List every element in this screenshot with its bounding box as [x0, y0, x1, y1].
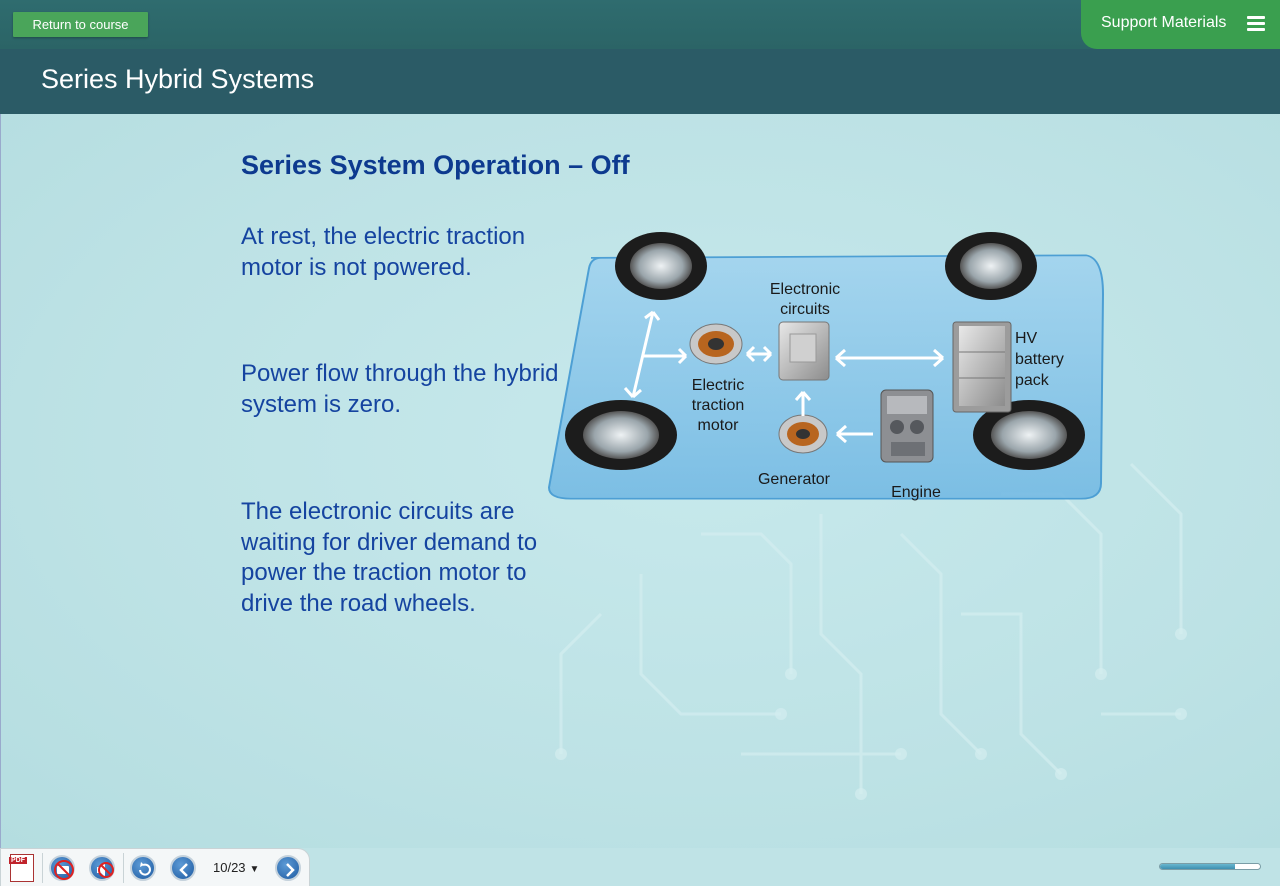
paragraph-power-flow: Power flow through the hybrid system is … — [241, 360, 559, 418]
slide-title: Series System Operation – Off — [241, 150, 630, 180]
paragraph-at-rest: At rest, the electric traction motor is … — [241, 223, 526, 281]
wheel-rear-left — [565, 400, 677, 470]
circuit-background — [555, 462, 1187, 800]
wheel-rear-right — [973, 400, 1085, 470]
slide-content: Series System Operation – Off At rest, t… — [0, 114, 1280, 848]
support-materials-button[interactable]: Support Materials — [1081, 0, 1280, 49]
series-hybrid-diagram: Electronic circuits Electric traction mo… — [541, 222, 1111, 512]
return-to-course-button[interactable]: Return to course — [13, 12, 148, 37]
player-bar: PDF 10/23▼ — [0, 848, 1280, 886]
chevron-down-icon: ▼ — [249, 864, 260, 875]
engine-block — [880, 389, 934, 463]
pdf-icon[interactable]: PDF — [9, 854, 34, 882]
vehicle-chassis-illustration — [547, 232, 1105, 500]
hv-battery-pack — [952, 321, 1012, 413]
next-button[interactable] — [275, 855, 301, 881]
support-materials-label: Support Materials — [1101, 14, 1227, 31]
power-flow-arrows — [623, 310, 944, 444]
wheel-front-right — [945, 232, 1037, 300]
paragraph-electronic-circuits: The electronic circuits are waiting for … — [241, 498, 538, 617]
page-number: 10/23 — [213, 860, 246, 875]
label-electric-traction-motor: Electric traction motor — [691, 377, 745, 434]
toolbar-divider — [42, 853, 43, 883]
course-header: Series Hybrid Systems — [0, 49, 1280, 114]
progress-fill — [1160, 864, 1235, 869]
top-bar: Return to course Support Materials — [0, 0, 1280, 49]
label-hv-battery-pack: HV battery pack — [1015, 330, 1064, 389]
traction-motor — [689, 323, 743, 365]
page-indicator[interactable]: 10/23▼ — [213, 860, 259, 875]
label-engine: Engine — [891, 484, 941, 501]
previous-button[interactable] — [170, 855, 196, 881]
captions-button[interactable] — [49, 855, 75, 881]
menu-icon[interactable] — [1247, 16, 1265, 32]
generator — [778, 414, 828, 454]
course-progress-bar — [1159, 863, 1261, 870]
course-title: Series Hybrid Systems — [41, 64, 315, 94]
toolbar-divider — [123, 853, 124, 883]
label-generator: Generator — [757, 471, 831, 488]
wheel-front-left — [615, 232, 707, 300]
replay-button[interactable] — [130, 855, 156, 881]
player-toolbar: PDF 10/23▼ — [0, 848, 310, 886]
electronic-circuits-module — [778, 321, 830, 381]
audio-mute-button[interactable] — [89, 855, 115, 881]
label-electronic-circuits: Electronic circuits — [769, 281, 841, 318]
